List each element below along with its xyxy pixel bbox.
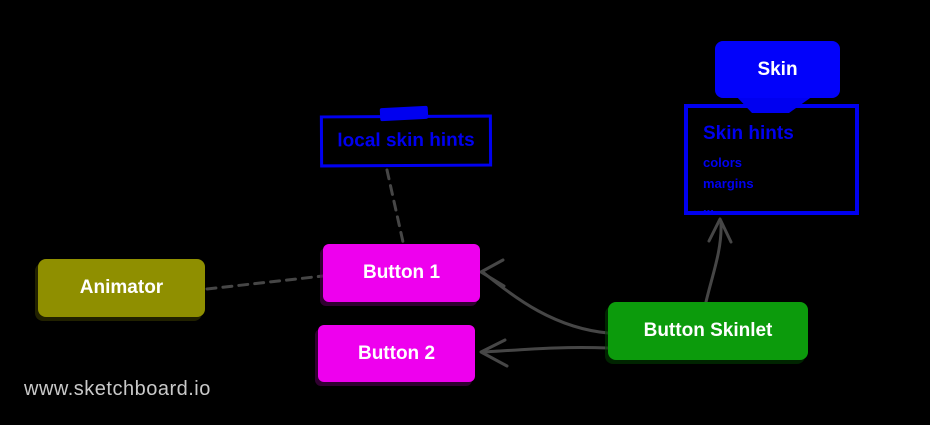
skin-hint-item-margins: margins bbox=[703, 176, 754, 191]
edge-button-skinlet-to-skin-hints[interactable] bbox=[704, 222, 723, 304]
skin-hint-item-colors: colors bbox=[703, 155, 743, 170]
node-local-skin-hints-label: local skin hints bbox=[337, 129, 475, 152]
node-animator-label: Animator bbox=[79, 277, 164, 298]
node-button1-label: Button 1 bbox=[362, 262, 441, 283]
node-skin[interactable]: Skin bbox=[715, 41, 840, 98]
arrowhead-button1 bbox=[479, 258, 506, 288]
node-button2[interactable]: Button 2 bbox=[318, 325, 475, 382]
skin-hint-ellipsis: ... bbox=[703, 200, 714, 215]
node-local-skin-hints[interactable]: local skin hints bbox=[319, 114, 493, 168]
node-button2-label: Button 2 bbox=[357, 342, 436, 364]
edge-animator-to-button1[interactable] bbox=[205, 274, 325, 291]
node-skin-hints[interactable]: Skin hints colors margins ... bbox=[684, 104, 859, 215]
node-animator[interactable]: Animator bbox=[38, 259, 205, 317]
node-button1[interactable]: Button 1 bbox=[323, 244, 480, 302]
edge-local-skin-hints-to-button1[interactable] bbox=[385, 168, 405, 244]
arrowhead-skin-hints bbox=[707, 217, 733, 244]
edge-button-skinlet-to-button1[interactable] bbox=[482, 271, 610, 335]
node-button-skinlet-label: Button Skinlet bbox=[643, 320, 773, 341]
sketchboard-watermark: www.sketchboard.io bbox=[24, 378, 211, 400]
node-button-skinlet[interactable]: Button Skinlet bbox=[608, 302, 808, 360]
node-skin-label: Skin bbox=[757, 58, 798, 80]
skin-hints-title: Skin hints bbox=[703, 123, 794, 144]
edge-button-skinlet-to-button2[interactable] bbox=[482, 345, 610, 354]
arrowhead-button2 bbox=[479, 338, 509, 368]
